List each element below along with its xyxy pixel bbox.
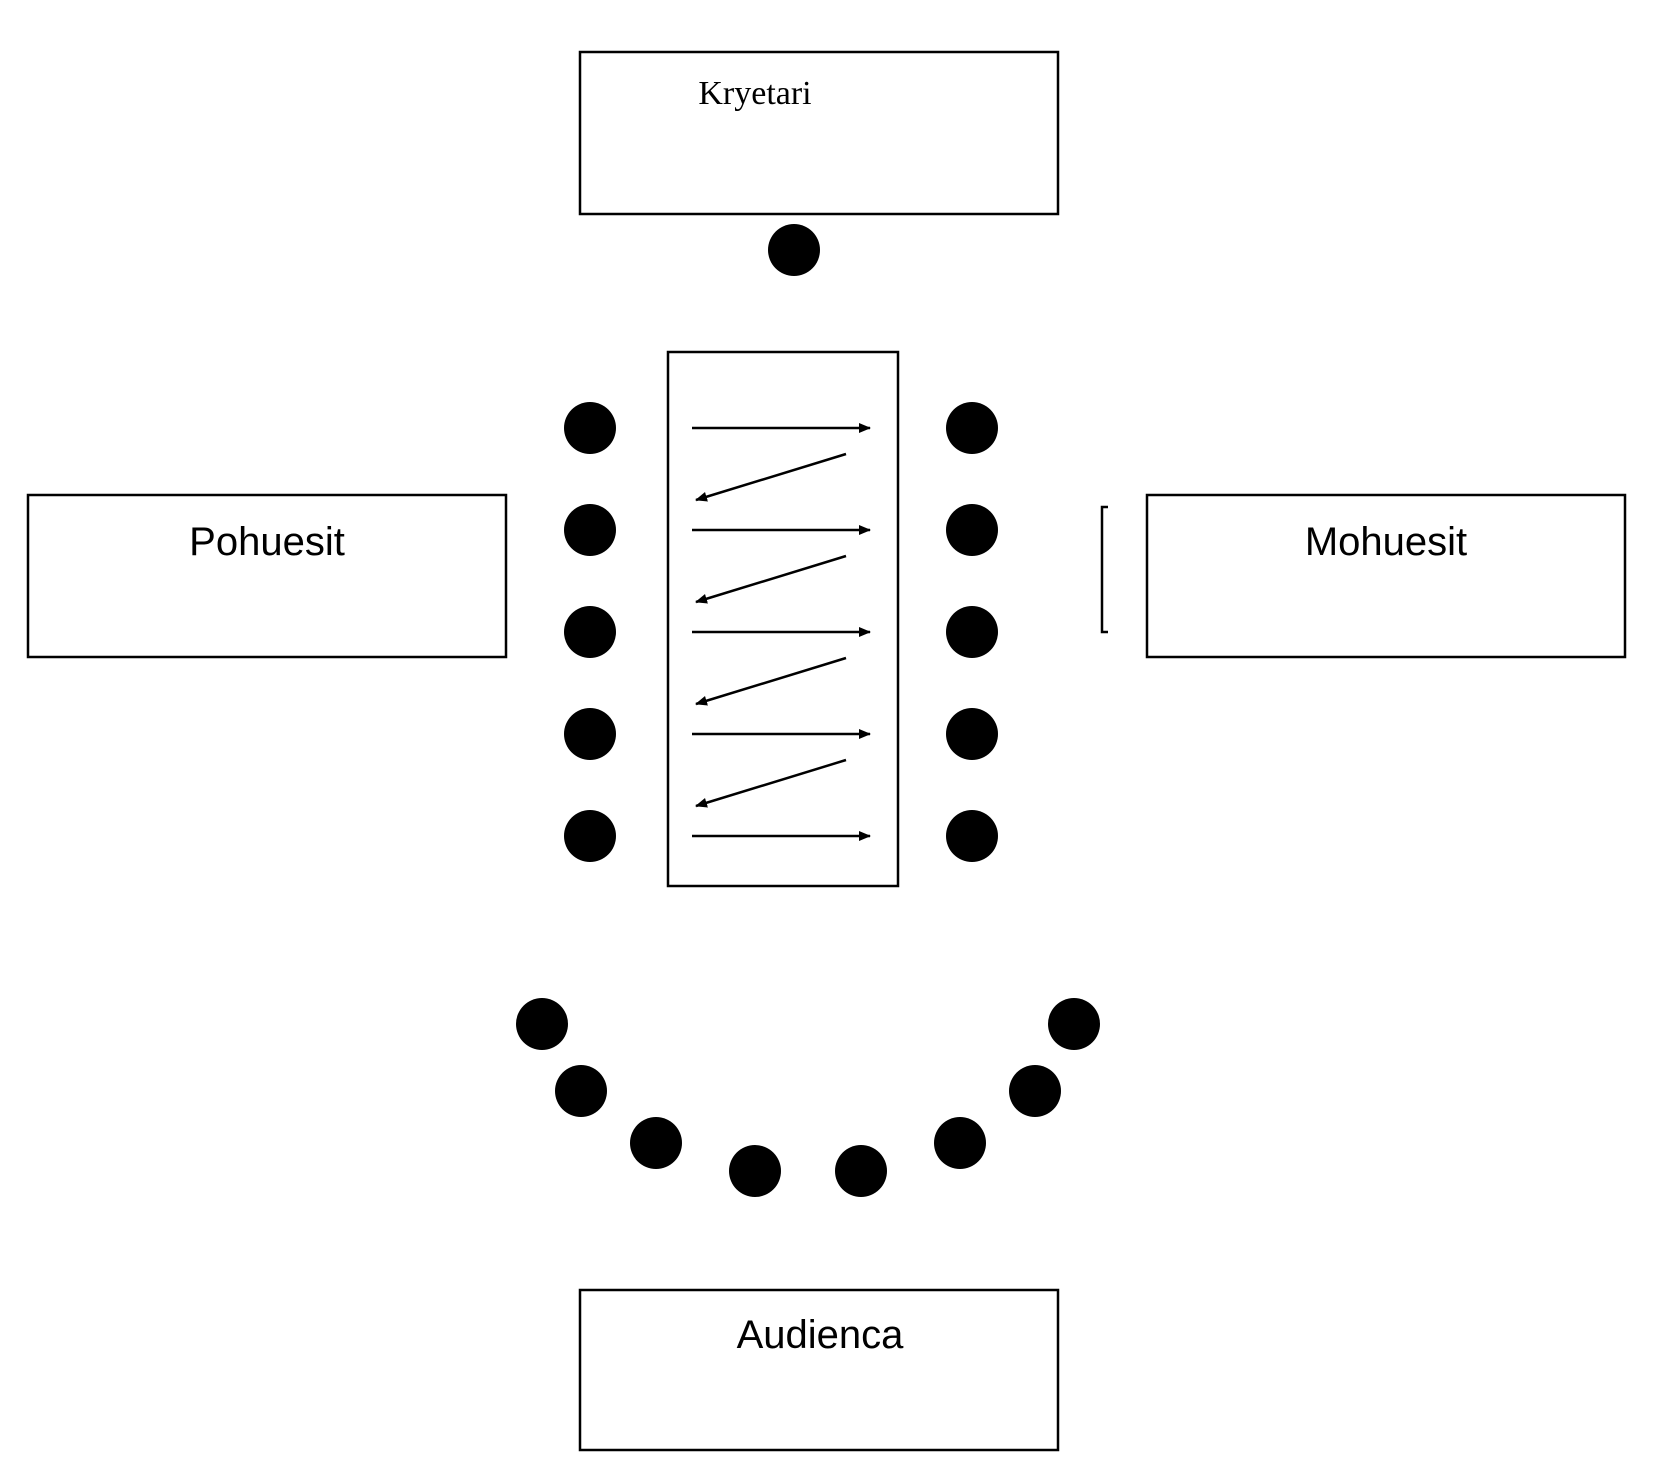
- proposition-seat: [946, 402, 998, 454]
- opposition-seat: [564, 708, 616, 760]
- opposition-box: Pohuesit: [26, 493, 508, 659]
- audience-label: Audienca: [737, 1313, 905, 1357]
- opposition-seat: [564, 504, 616, 556]
- opposition-seat: [564, 402, 616, 454]
- exchange-arrows: [692, 423, 871, 841]
- proposition-seat: [946, 504, 998, 556]
- audience-box: Audienca: [578, 1288, 1060, 1452]
- proposition-label: Mohuesit: [1305, 520, 1467, 564]
- chair-label: Kryetari: [698, 75, 811, 112]
- proposition-box: Mohuesit: [1145, 493, 1627, 659]
- chair-box: Kryetari: [578, 50, 1060, 216]
- audience-seat: [729, 1145, 781, 1197]
- proposition-seat: [946, 708, 998, 760]
- audience-seat: [516, 998, 568, 1050]
- left-seat-row: [564, 402, 616, 862]
- proposition-seat: [946, 606, 998, 658]
- audience-seat-arc: [516, 998, 1100, 1197]
- leftward-arrow: [695, 758, 847, 808]
- debate-table: [666, 350, 900, 888]
- proposition-seat: [946, 810, 998, 862]
- audience-seat: [934, 1117, 986, 1169]
- opposition-label: Pohuesit: [189, 520, 345, 564]
- bracket-mark: [1100, 505, 1108, 634]
- audience-seat: [1048, 998, 1100, 1050]
- leftward-arrow: [695, 452, 847, 502]
- audience-seat: [835, 1145, 887, 1197]
- chair-seat: [768, 224, 820, 276]
- leftward-arrow: [695, 656, 847, 706]
- opposition-seat: [564, 606, 616, 658]
- leftward-arrow: [695, 554, 847, 604]
- right-seat-row: [946, 402, 998, 862]
- chair-seat-group: [768, 224, 820, 276]
- opposition-seat: [564, 810, 616, 862]
- audience-seat: [630, 1117, 682, 1169]
- audience-seat: [555, 1065, 607, 1117]
- audience-seat: [1009, 1065, 1061, 1117]
